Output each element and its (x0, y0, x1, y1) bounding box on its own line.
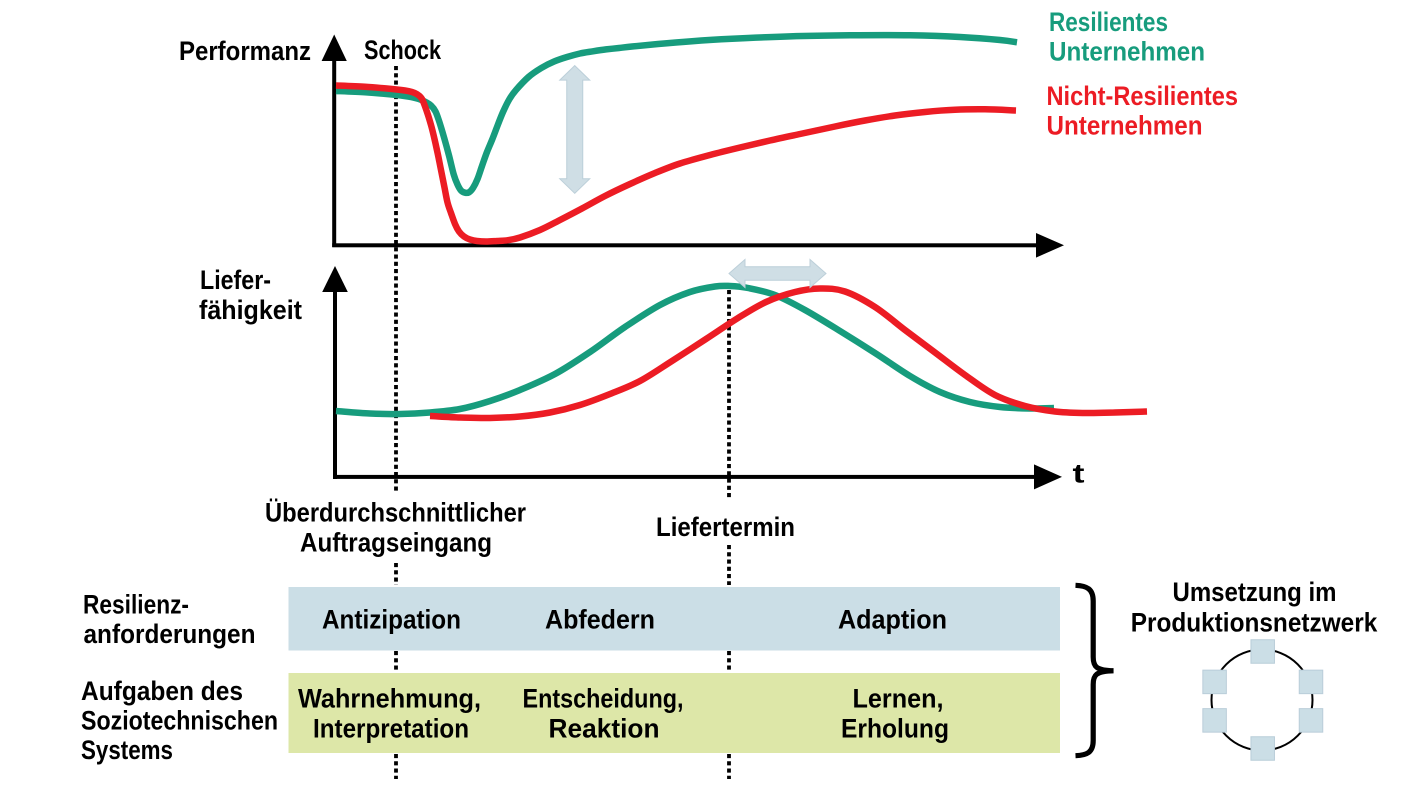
svg-text:Unternehmen: Unternehmen (1047, 111, 1203, 141)
svg-text:Resilienz-: Resilienz- (83, 590, 189, 620)
svg-text:Schock: Schock (364, 35, 441, 65)
svg-text:Umsetzung im: Umsetzung im (1173, 577, 1337, 607)
svg-text:Adaption: Adaption (838, 604, 947, 634)
svg-text:Systems: Systems (81, 735, 173, 765)
svg-text:Interpretation: Interpretation (313, 714, 469, 744)
svg-text:Soziotechnischen: Soziotechnischen (81, 706, 278, 736)
svg-text:Resilientes: Resilientes (1049, 7, 1168, 37)
svg-text:Liefertermin: Liefertermin (656, 512, 795, 542)
svg-text:t: t (1073, 459, 1085, 489)
svg-text:Liefer-: Liefer- (200, 265, 271, 295)
svg-text:Nicht-Resilientes: Nicht-Resilientes (1047, 81, 1239, 111)
svg-text:fähigkeit: fähigkeit (199, 295, 302, 325)
svg-text:Auftragseingang: Auftragseingang (300, 528, 492, 558)
svg-text:Lernen,: Lernen, (853, 684, 944, 714)
svg-text:Aufgaben des: Aufgaben des (81, 676, 243, 706)
svg-text:Antizipation: Antizipation (322, 604, 461, 634)
svg-text:Performanz: Performanz (179, 36, 311, 66)
svg-text:Erholung: Erholung (841, 714, 949, 744)
svg-text:Wahrnehmung,: Wahrnehmung, (298, 684, 481, 714)
svg-text:Abfedern: Abfedern (545, 604, 655, 634)
svg-text:Unternehmen: Unternehmen (1049, 37, 1205, 67)
svg-text:Reaktion: Reaktion (549, 714, 660, 744)
svg-text:anforderungen: anforderungen (84, 619, 256, 649)
svg-text:Entscheidung,: Entscheidung, (523, 684, 684, 714)
svg-text:Überdurchschnittlicher: Überdurchschnittlicher (265, 498, 526, 528)
svg-text:Produktionsnetzwerk: Produktionsnetzwerk (1131, 608, 1378, 638)
